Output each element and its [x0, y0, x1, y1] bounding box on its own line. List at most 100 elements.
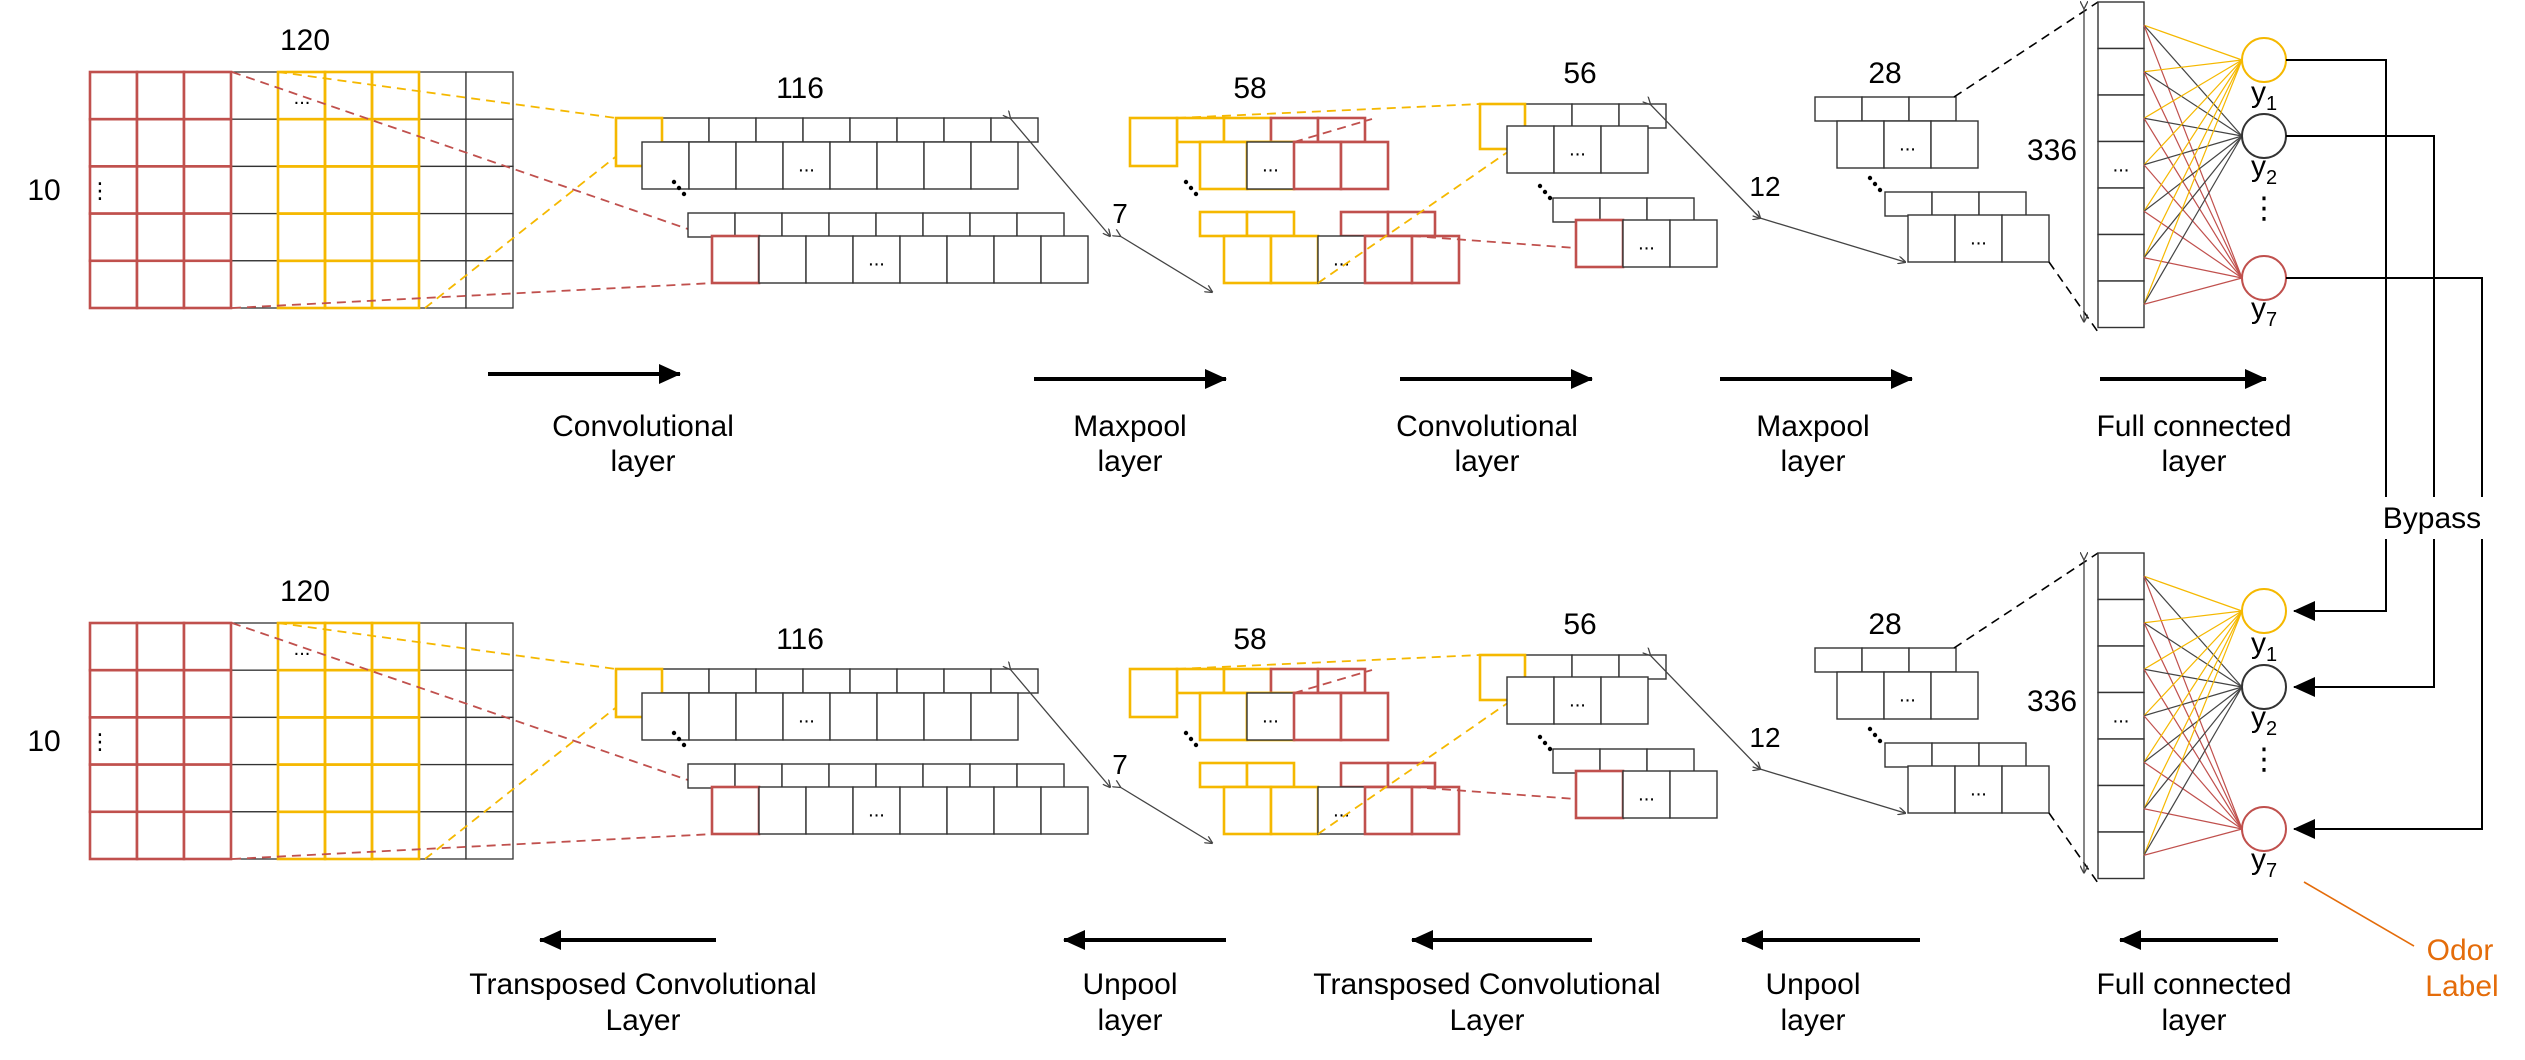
- decoder-pool2-back-row2: [1884, 742, 2027, 768]
- encoder-conv-width-label: 116: [776, 72, 824, 105]
- encoder-conv2-depth-label: 12: [1749, 171, 1780, 202]
- decoder-conv-depth-arrow: [1010, 669, 1110, 787]
- cell: [969, 212, 1018, 238]
- encoder-proj2-red: [1293, 118, 1373, 143]
- ellipsis: ...: [1262, 155, 1279, 177]
- decoder-step-5-title: Full connected: [2096, 968, 2291, 1001]
- dot: [1867, 175, 1873, 181]
- encoder-y2-label: y2: [2251, 150, 2277, 189]
- decoder-input-ellipsis: ...: [294, 638, 311, 660]
- encoder-input-cell: [465, 165, 514, 215]
- decoder-fc-cell: [2097, 598, 2145, 647]
- encoder-fc-edge: [2143, 59, 2243, 259]
- encoder-fc-edge: [2143, 210, 2243, 279]
- encoder-kernel-gold-cell: [370, 259, 421, 310]
- decoder-step-3-subtitle: Layer: [1449, 1004, 1524, 1037]
- decoder-pool-back-gold: [1175, 667, 1273, 695]
- encoder-input-cell: [371, 71, 420, 120]
- encoder-step-4-subtitle: layer: [1780, 445, 1845, 478]
- cell: [1410, 234, 1461, 285]
- encoder-conv-depth-dots: [671, 179, 687, 197]
- cell: [735, 141, 784, 190]
- cell: [1339, 691, 1390, 742]
- ellipsis: ...: [798, 706, 815, 728]
- cell: [1599, 197, 1648, 223]
- decoder-fc-edge: [2143, 828, 2243, 856]
- cell: [849, 668, 898, 694]
- encoder-proj-red: [231, 71, 715, 239]
- dot: [1542, 740, 1548, 746]
- cell: [661, 668, 710, 694]
- cell: [829, 692, 878, 741]
- decoder-step-5-subtitle: layer: [2161, 1004, 2226, 1037]
- cell: [1198, 691, 1249, 742]
- cell: [1814, 96, 1863, 122]
- encoder-fc-edge: [2143, 71, 2243, 279]
- encoder-input-cell: [277, 118, 326, 168]
- decoder-step-4-subtitle: layer: [1780, 1004, 1845, 1037]
- dot: [676, 185, 682, 191]
- encoder-pool2-depth-dots: [1867, 175, 1883, 193]
- cell: [1198, 140, 1249, 191]
- cell: [1883, 120, 1932, 169]
- cell: [1222, 234, 1273, 285]
- decoder-pool-gold-cell: [1128, 667, 1179, 719]
- cell: [896, 668, 945, 694]
- decoder-input-cell: [277, 763, 326, 813]
- encoder-conv-depth-arrow: [1010, 118, 1110, 236]
- decoder-neuron-y2: [2241, 664, 2287, 710]
- decoder-fc-size-label: 336: [2027, 685, 2077, 718]
- encoder-pool-front2-gold: [1222, 234, 1320, 285]
- decoder-input-cell: [418, 622, 467, 671]
- ellipsis: ...: [1333, 249, 1350, 271]
- dot: [671, 730, 677, 736]
- encoder-conv2-back-row2: [1552, 197, 1695, 223]
- decoder-step-2-subtitle: layer: [1097, 1004, 1162, 1037]
- cell: [1552, 197, 1601, 223]
- ellipsis: ...: [1569, 139, 1586, 161]
- decoder-fc-ellipsis: ...: [2113, 706, 2130, 728]
- cell: [1016, 763, 1065, 789]
- encoder-kernel-red-cell: [135, 117, 186, 168]
- cell: [802, 117, 851, 143]
- decoder-y1-label-sub: 1: [2266, 644, 2277, 666]
- bypass-connector-y2: [2286, 135, 2435, 697]
- cell: [946, 235, 995, 284]
- cell: [1883, 671, 1932, 720]
- ellipsis: ...: [798, 155, 815, 177]
- encoder-fc-edge: [2143, 117, 2243, 137]
- encoder-fc-edge: [2143, 24, 2243, 137]
- cell: [1222, 667, 1273, 695]
- bypass-connector-y1: [2286, 59, 2387, 621]
- cell: [899, 786, 948, 835]
- cell: [828, 212, 877, 238]
- bypass-connector-y7: [2286, 277, 2483, 839]
- decoder-kernel-red-cell: [135, 810, 186, 861]
- ellipsis: ...: [1569, 690, 1586, 712]
- cell: [899, 235, 948, 284]
- cell: [1646, 197, 1695, 223]
- decoder-proj2-red: [1411, 786, 1577, 800]
- cell: [1622, 219, 1671, 268]
- cell: [688, 692, 737, 741]
- decoder-y1-label-base: y: [2251, 627, 2266, 660]
- cell: [876, 692, 925, 741]
- decoder-pool-front2-gold: [1222, 785, 1320, 836]
- ellipsis: ...: [1899, 685, 1916, 707]
- cell: [1269, 234, 1320, 285]
- cell: [735, 692, 784, 741]
- cell: [1198, 210, 1249, 238]
- decoder-input-cell: [418, 669, 467, 719]
- cell: [1954, 214, 2003, 263]
- decoder-kernel-red-cell: [182, 716, 233, 766]
- decoder-pool-depth-dots: [1183, 730, 1199, 748]
- decoder-kernel-red-cell: [88, 810, 139, 861]
- dot: [1872, 732, 1878, 738]
- cell: [781, 763, 830, 789]
- decoder-input-cell: [230, 811, 279, 860]
- decoder-pool-front2-mid: ...: [1317, 786, 1366, 835]
- decoder-fc-edge: [2143, 622, 2243, 688]
- encoder-input-cell: [418, 118, 467, 168]
- encoder-pool-front2-mid: ...: [1317, 235, 1366, 284]
